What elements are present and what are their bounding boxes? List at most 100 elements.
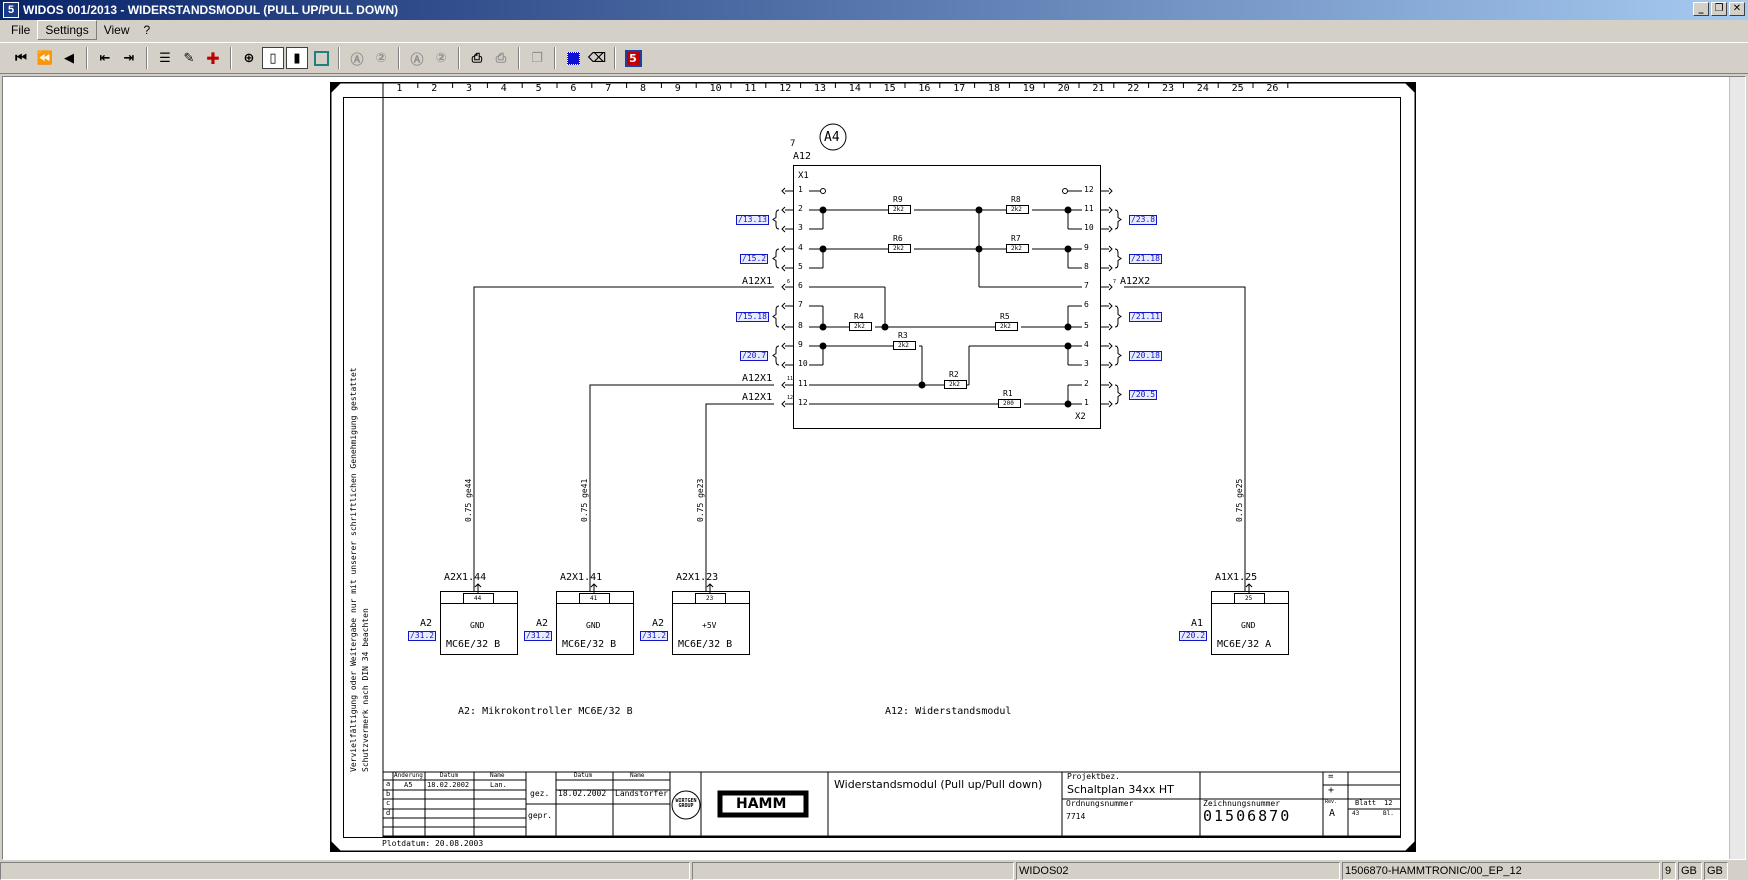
reference-link[interactable]: /15.18 — [736, 312, 769, 322]
column-number: 15 — [884, 84, 896, 94]
reference-link[interactable]: /31.2 — [408, 631, 436, 641]
vertical-scrollbar[interactable] — [1729, 77, 1745, 859]
mark-a-icon[interactable]: Ⓐ — [346, 47, 368, 69]
reference-link[interactable]: /20.7 — [740, 351, 768, 361]
reference-link[interactable]: /21.11 — [1129, 312, 1162, 322]
reference-link[interactable]: /21.18 — [1129, 254, 1162, 264]
toolbar-separator — [398, 47, 400, 69]
resistor-value: 2k2 — [854, 324, 865, 330]
reference-link[interactable]: /20.18 — [1129, 351, 1162, 361]
menu-file[interactable]: File — [4, 21, 37, 39]
x1-pin-number: 7 — [798, 301, 803, 309]
reference-link[interactable]: /20.5 — [1129, 390, 1157, 400]
column-number: 17 — [953, 84, 965, 94]
eraser-icon[interactable]: ⌫ — [586, 47, 608, 69]
x1-pin-number: 10 — [798, 360, 808, 368]
wirtgen-logo: WIRTGEN GROUP — [673, 799, 699, 809]
reference-link[interactable]: /31.2 — [640, 631, 668, 641]
forward-doc-icon[interactable]: ⇥ — [118, 47, 140, 69]
x2-pin-number: 5 — [1084, 322, 1089, 330]
status-page: 9 — [1662, 862, 1676, 880]
tb-row-letter: d — [386, 810, 390, 817]
tb-header: Datum — [440, 773, 458, 779]
column-number: 12 — [779, 84, 791, 94]
x1-pin-number: 1 — [798, 186, 803, 194]
reference-link[interactable]: /13.13 — [736, 215, 769, 225]
mark-2-icon[interactable]: ② — [370, 47, 392, 69]
column-number: 14 — [849, 84, 861, 94]
zoom-icon[interactable]: ⊕ — [238, 47, 260, 69]
lower-connector-label: A2X1.44 — [444, 573, 486, 583]
menu-bar: File Settings View ? — [0, 20, 1748, 40]
prev-page-icon[interactable]: ◀ — [58, 47, 80, 69]
resistor-name: R2 — [949, 371, 959, 379]
column-number: 2 — [431, 84, 437, 94]
add-red-cross-icon[interactable]: ✚ — [202, 47, 224, 69]
x2-pin-number: 6 — [1084, 301, 1089, 309]
menu-view[interactable]: View — [97, 21, 137, 39]
lower-pin-number: 23 — [706, 596, 713, 602]
tb-sheet: 12 — [1384, 800, 1392, 807]
reference-link[interactable]: /20.2 — [1179, 631, 1207, 641]
page-view-icon[interactable]: ▯ — [262, 47, 284, 69]
widos-logo-icon[interactable]: 5 — [622, 47, 644, 69]
module-index: 7 — [790, 140, 795, 149]
frame-icon[interactable] — [310, 47, 332, 69]
reference-link[interactable]: /15.2 — [740, 254, 768, 264]
connector-pin-small: 12 — [787, 396, 793, 401]
prev-fast-icon[interactable]: ⏪ — [34, 47, 56, 69]
restore-button[interactable]: ❐ — [1711, 2, 1727, 16]
wire-label: 0.75 ge23 — [697, 479, 705, 522]
toolbar-separator — [458, 47, 460, 69]
toolbar-separator — [230, 47, 232, 69]
wire-label: 0.75 ge44 — [465, 479, 473, 522]
toolbar: ⏮ ⏪ ◀ ⇤ ⇥ ☰ ✎ ✚ ⊕ ▯ ▮ Ⓐ ② Ⓐ ② ⎙ ⎙ ❐ ⌫ 5 — [0, 42, 1748, 74]
print-icon[interactable]: ⎙ — [466, 47, 488, 69]
mark-a2-icon[interactable]: Ⓐ — [406, 47, 428, 69]
tb-header: Name — [490, 773, 504, 779]
status-cell-2 — [692, 862, 1014, 880]
tb-row-letter: a — [386, 781, 390, 788]
widos-app-icon[interactable]: 5 — [3, 2, 19, 18]
tb-row-name: Lan. — [490, 782, 507, 789]
lower-module-id: A2 — [652, 619, 664, 629]
lower-signal: GND — [470, 622, 484, 630]
select-blue-icon[interactable] — [562, 47, 584, 69]
column-number: 16 — [918, 84, 930, 94]
toolbar-separator — [518, 47, 520, 69]
print-preview-icon[interactable]: ⎙ — [490, 47, 512, 69]
x2-pin-number: 4 — [1084, 341, 1089, 349]
mark-2b-icon[interactable]: ② — [430, 47, 452, 69]
column-number: 11 — [744, 84, 756, 94]
page-fit-icon[interactable]: ▮ — [286, 47, 308, 69]
copy-icon[interactable]: ❐ — [526, 47, 548, 69]
column-number: 4 — [501, 84, 507, 94]
tb-header: Änderung — [394, 773, 423, 779]
menu-help[interactable]: ? — [137, 21, 158, 39]
lower-signal: GND — [1241, 622, 1255, 630]
lower-signal: +5V — [702, 622, 716, 630]
reference-link[interactable]: /23.8 — [1129, 215, 1157, 225]
reference-link[interactable]: /31.2 — [524, 631, 552, 641]
back-doc-icon[interactable]: ⇤ — [94, 47, 116, 69]
lower-connector-label: A1X1.25 — [1215, 573, 1257, 583]
module-name: A12 — [793, 152, 811, 162]
resistor-value: 2k2 — [1011, 246, 1022, 252]
tb-sheet-label: Blatt — [1355, 800, 1376, 807]
menu-settings[interactable]: Settings — [37, 20, 96, 40]
first-page-icon[interactable]: ⏮ — [10, 47, 32, 69]
tb-eq-sign: = — [1328, 773, 1333, 782]
lower-pin-number: 25 — [1245, 596, 1252, 602]
tb-rev-label: Rev. — [1325, 800, 1337, 805]
tb-description: Widerstandsmodul (Pull up/Pull down) — [834, 779, 1042, 790]
x1-pin-number: 3 — [798, 224, 803, 232]
tb-header: Datum — [574, 773, 592, 779]
tb-drawing-no: 01506870 — [1203, 809, 1291, 824]
minimize-button[interactable]: _ — [1693, 2, 1709, 16]
resistor-name: R6 — [893, 235, 903, 243]
list-icon[interactable]: ☰ — [154, 47, 176, 69]
x2-pin-number: 3 — [1084, 360, 1089, 368]
connector-pin-small: 11 — [787, 377, 793, 382]
edit-list-icon[interactable]: ✎ — [178, 47, 200, 69]
close-button[interactable]: ✕ — [1729, 2, 1745, 16]
